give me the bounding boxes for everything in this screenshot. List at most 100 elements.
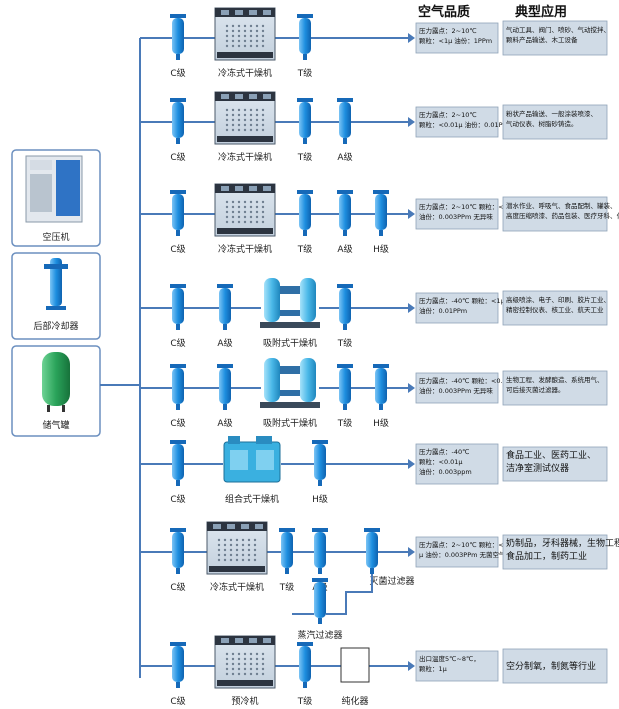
air-quality-box [415,650,499,682]
filter-icon [170,14,186,60]
component-label: T级 [297,67,313,79]
air-compressor-icon [25,155,83,223]
filter-icon [337,190,353,236]
component-label: 纯化器 [341,695,368,707]
filter-icon [312,528,328,574]
air-quality-text: 压力露点：-40℃ [419,447,469,456]
typical-usage-text: 潜水作业、呼吸气、食品配制、罐装、 [506,201,617,210]
combo-icon [223,436,281,483]
typical-usage-box [502,196,608,232]
component-label: H级 [312,493,328,505]
air-quality-text: 压力露点：2~10℃ [419,26,477,35]
filter-icon [373,364,389,410]
dryer-icon [206,521,268,575]
adsorption-icon [260,278,320,328]
component-label: 冷冻式干燥机 [218,243,272,255]
purifier-icon [340,647,370,683]
component-label: T级 [337,337,353,349]
air-quality-text: 油份：0.003ppm [419,467,472,476]
component-label: A级 [337,151,352,163]
component-label: 冷冻式干燥机 [210,581,264,593]
component-label: 冷冻式干燥机 [218,151,272,163]
typical-usage-text: 食品加工，制药工业 [506,550,587,562]
component-label: 冷冻式干燥机 [218,67,272,79]
air-compressor-label: 空压机 [42,231,69,243]
component-label: A级 [337,243,352,255]
typical-usage-text: 洁净室测试仪器 [506,462,569,474]
typical-usage-text: 食品工业、医药工业、 [506,449,596,461]
component-label: C级 [170,417,185,429]
typical-usage-text: 高级喷涂、电子、印刷、胶片工业、 [506,295,610,304]
air-quality-box [415,292,499,324]
dryer-icon [214,183,276,237]
dryer-icon [214,7,276,61]
filter-icon [297,98,313,144]
component-label: T级 [297,243,313,255]
typical-usage-text: 空分制氧，制氮等行业 [506,660,596,672]
filter-icon [373,190,389,236]
filter-icon [217,284,233,330]
process-row: C级冷冻式干燥机T级A级灭菌过滤器蒸汽过滤器压力露点：2~10℃ 颗粒：<0.0… [140,521,619,641]
component-label: 吸附式干燥机 [263,337,317,349]
component-label: H级 [373,243,389,255]
air-quality-text: 压力露点：-40℃ 颗粒：<0.01μ [419,376,515,385]
air-quality-box [415,372,499,404]
air-quality-box [415,443,499,485]
process-row: C级 冷冻式干燥机 T级 A级 H级 压力露点：2~10℃ 颗粒：<0.01μ油份：0.0… [140,183,619,255]
air-quality-text: 出口温度5℃~8℃， [419,654,480,663]
typical-usage-text: 粉状产品输送、一般涂装喷漆、 [506,109,597,118]
filter-icon [297,642,313,688]
filter-icon [170,440,186,486]
air-quality-text: 压力露点：2~10℃ 颗粒：<0.01μ [419,202,522,211]
typical-usage-text: 气动仪表、树脂砂铸造。 [506,119,578,128]
typical-usage-text: 高度压缩喷漆、药品包装、医疗牙科、化妆品 [506,211,619,220]
air-quality-text: 颗粒：<0.01μ [419,457,463,466]
filter-icon [170,642,186,688]
filter-icon [337,98,353,144]
component-label: 吸附式干燥机 [263,417,317,429]
air-quality-text: 压力露点：-40℃ 颗粒：<1μ [419,296,505,305]
component-label: 组合式干燥机 [225,493,279,505]
typical-usage-box [502,648,608,684]
component-label: T级 [279,581,295,593]
air-quality-text: 压力露点：2~10℃ 颗粒：<0.01 [419,540,518,549]
air-receiver-tank-label: 储气罐 [42,419,69,431]
left-units: 空压机 后部冷却器 储气罐 [11,149,101,437]
typical-usage-text: 可后接灭菌过滤器。 [506,385,565,394]
typical-usage-text: 精密控制仪表、核工业、航天工业 [506,305,604,314]
component-label: 蒸汽过滤器 [297,629,342,641]
typical-usage-text: 颗料产品输送、木工设备 [506,35,578,44]
component-label: C级 [170,337,185,349]
air-quality-text: 颗粒：<1μ 油份：1PPm [419,36,492,45]
typical-usage-text: 生物工程、发酵酿造、系统用气、 [506,375,604,384]
air-quality-text: 油份：0.003PPm 无异味 [419,212,493,221]
component-label: C级 [170,243,185,255]
filter-icon [217,364,233,410]
component-label: H级 [373,417,389,429]
aftercooler-label: 后部冷却器 [33,320,78,332]
typical-usage-text: 奶制品，牙科器械，生物工程， [506,537,619,549]
typical-usage-box [502,534,608,570]
typical-usage-header: 典型应用 [515,4,567,20]
air-quality-text: 压力露点：2~10℃ [419,110,477,119]
air-quality-header: 空气品质 [418,4,470,20]
component-label: C级 [170,67,185,79]
component-label: T级 [297,695,313,707]
filter-icon [170,284,186,330]
dryer-icon [214,635,276,689]
filter-icon [364,528,380,574]
air-quality-text: 油份：0.01PPm [419,306,467,315]
component-label: T级 [337,417,353,429]
component-label: A级 [217,337,232,349]
component-label: 预冷机 [231,695,258,707]
filter-icon [170,98,186,144]
component-label: C级 [170,493,185,505]
aftercooler-icon [44,258,68,310]
